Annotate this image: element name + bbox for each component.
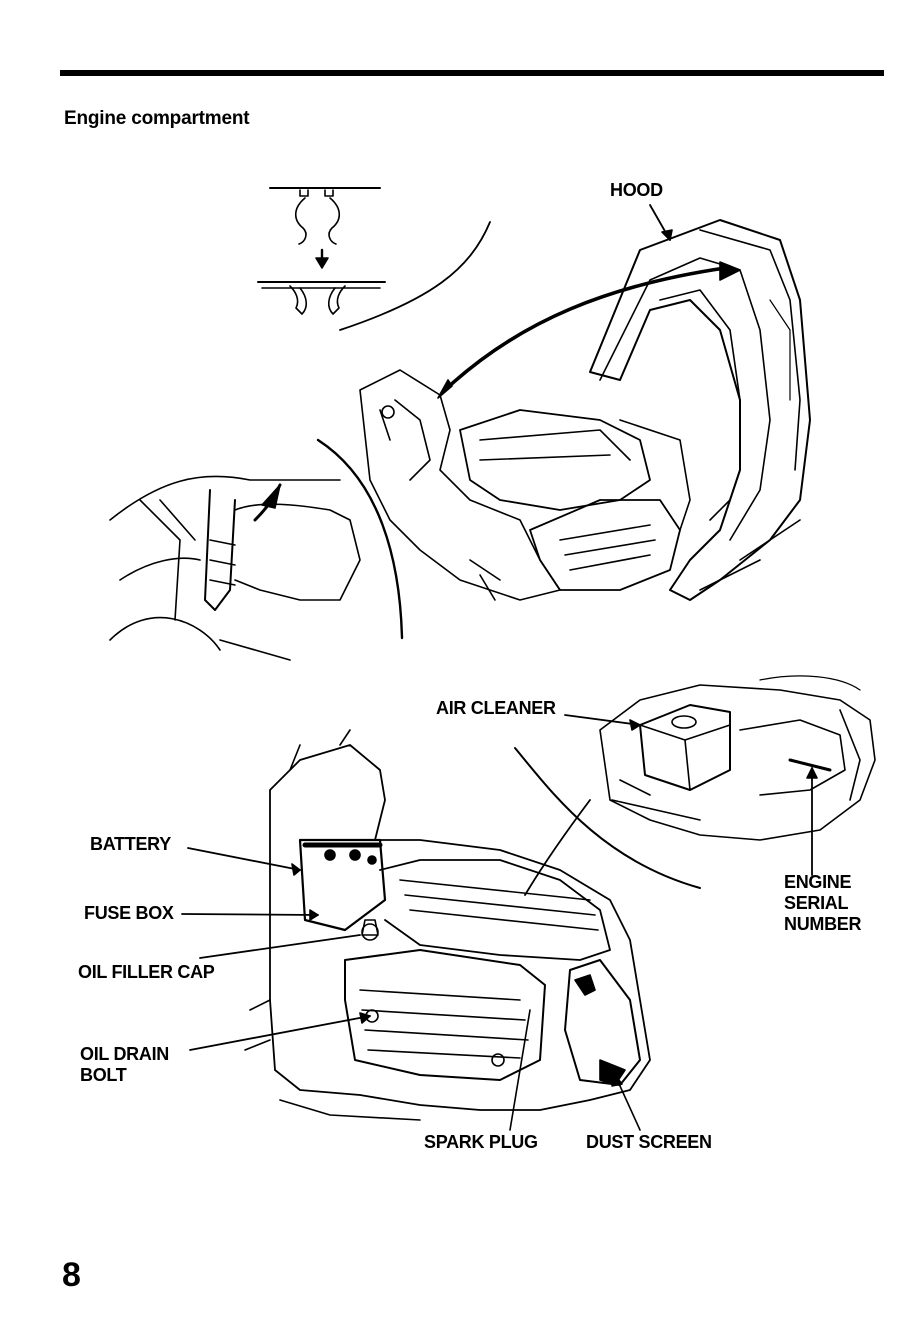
engine-serial-line-2: SERIAL bbox=[784, 893, 861, 914]
hand-lifting-hood-icon bbox=[110, 476, 360, 660]
oil-drain-bolt-line-1: OIL DRAIN bbox=[80, 1044, 169, 1065]
inset-callout-lines bbox=[515, 748, 700, 895]
hood-label: HOOD bbox=[610, 180, 663, 201]
hood-swing-arrow-icon bbox=[438, 262, 740, 398]
dust-screen-label: DUST SCREEN bbox=[586, 1132, 712, 1153]
engine-serial-line-3: NUMBER bbox=[784, 914, 861, 935]
oil-filler-cap-label: OIL FILLER CAP bbox=[78, 962, 214, 983]
engine-serial-line-1: ENGINE bbox=[784, 872, 861, 893]
air-cleaner-inset bbox=[600, 676, 875, 840]
oil-drain-bolt-line-2: BOLT bbox=[80, 1065, 169, 1086]
fuse-box-label: FUSE BOX bbox=[84, 903, 174, 924]
engine-serial-number-label: ENGINE SERIAL NUMBER bbox=[784, 872, 861, 935]
hood-open-icon bbox=[590, 220, 810, 600]
engine-front-view bbox=[245, 730, 650, 1120]
page-number: 8 bbox=[62, 1256, 81, 1295]
leader-lines bbox=[182, 205, 817, 1130]
detail-callout-lines bbox=[318, 222, 490, 638]
latch-detail-icon bbox=[258, 188, 385, 314]
battery-label: BATTERY bbox=[90, 834, 171, 855]
spark-plug-label: SPARK PLUG bbox=[424, 1132, 538, 1153]
air-cleaner-label: AIR CLEANER bbox=[436, 698, 556, 719]
engine-top-view bbox=[360, 370, 690, 600]
oil-drain-bolt-label: OIL DRAIN BOLT bbox=[80, 1044, 169, 1086]
